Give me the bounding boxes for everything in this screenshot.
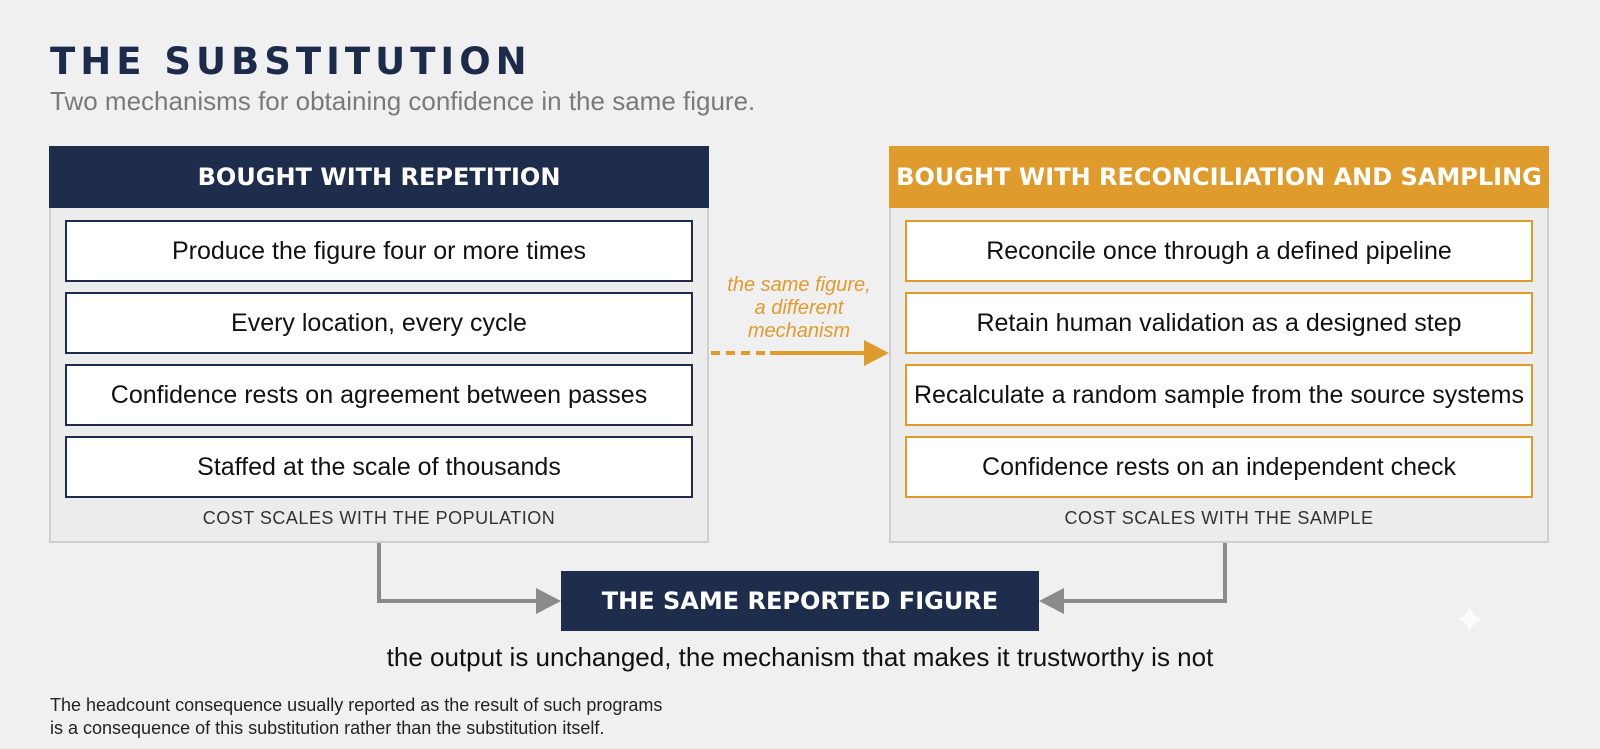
reconciliation-panel-footer: COST SCALES WITH THE SAMPLE <box>1064 508 1374 528</box>
page-title: THE SUBSTITUTION <box>50 40 532 83</box>
footnote: The headcount consequence usually report… <box>50 694 662 740</box>
reconciliation-panel-header: BOUGHT WITH RECONCILIATION AND SAMPLING <box>889 146 1549 208</box>
sparkle-icon: ✦ <box>1453 599 1487 643</box>
bridge-label: the same figure, a different mechanism <box>714 274 884 343</box>
reconciliation-items: Reconcile once through a defined pipelin… <box>891 208 1547 498</box>
result-caption: the output is unchanged, the mechanism t… <box>386 642 1214 672</box>
repetition-item: Produce the figure four or more times <box>65 220 693 282</box>
right-connector-arrow <box>1039 543 1227 614</box>
reconciliation-panel: BOUGHT WITH RECONCILIATION AND SAMPLING … <box>889 146 1549 543</box>
result-box: THE SAME REPORTED FIGURE <box>561 571 1039 631</box>
page-subtitle: Two mechanisms for obtaining confidence … <box>50 86 756 116</box>
reconciliation-item: Confidence rests on an independent check <box>905 436 1533 498</box>
repetition-item: Confidence rests on agreement between pa… <box>65 364 693 426</box>
footnote-line: is a consequence of this substitution ra… <box>50 718 605 738</box>
bridge-label-line: a different <box>754 297 844 319</box>
bridge-label-line: the same figure, <box>727 274 871 296</box>
reconciliation-item: Reconcile once through a defined pipelin… <box>905 220 1533 282</box>
repetition-items: Produce the figure four or more times Ev… <box>51 208 707 498</box>
bridge-label-line: mechanism <box>747 320 851 342</box>
footnote-line: The headcount consequence usually report… <box>50 695 663 715</box>
repetition-item: Staffed at the scale of thousands <box>65 436 693 498</box>
left-connector-arrow <box>377 543 561 614</box>
reconciliation-item: Recalculate a random sample from the sou… <box>905 364 1533 426</box>
repetition-panel: BOUGHT WITH REPETITION Produce the figur… <box>49 146 709 543</box>
bridge-arrow <box>711 340 889 366</box>
repetition-panel-header: BOUGHT WITH REPETITION <box>49 146 709 208</box>
reconciliation-item: Retain human validation as a designed st… <box>905 292 1533 354</box>
repetition-panel-footer: COST SCALES WITH THE POPULATION <box>202 508 556 528</box>
repetition-item: Every location, every cycle <box>65 292 693 354</box>
